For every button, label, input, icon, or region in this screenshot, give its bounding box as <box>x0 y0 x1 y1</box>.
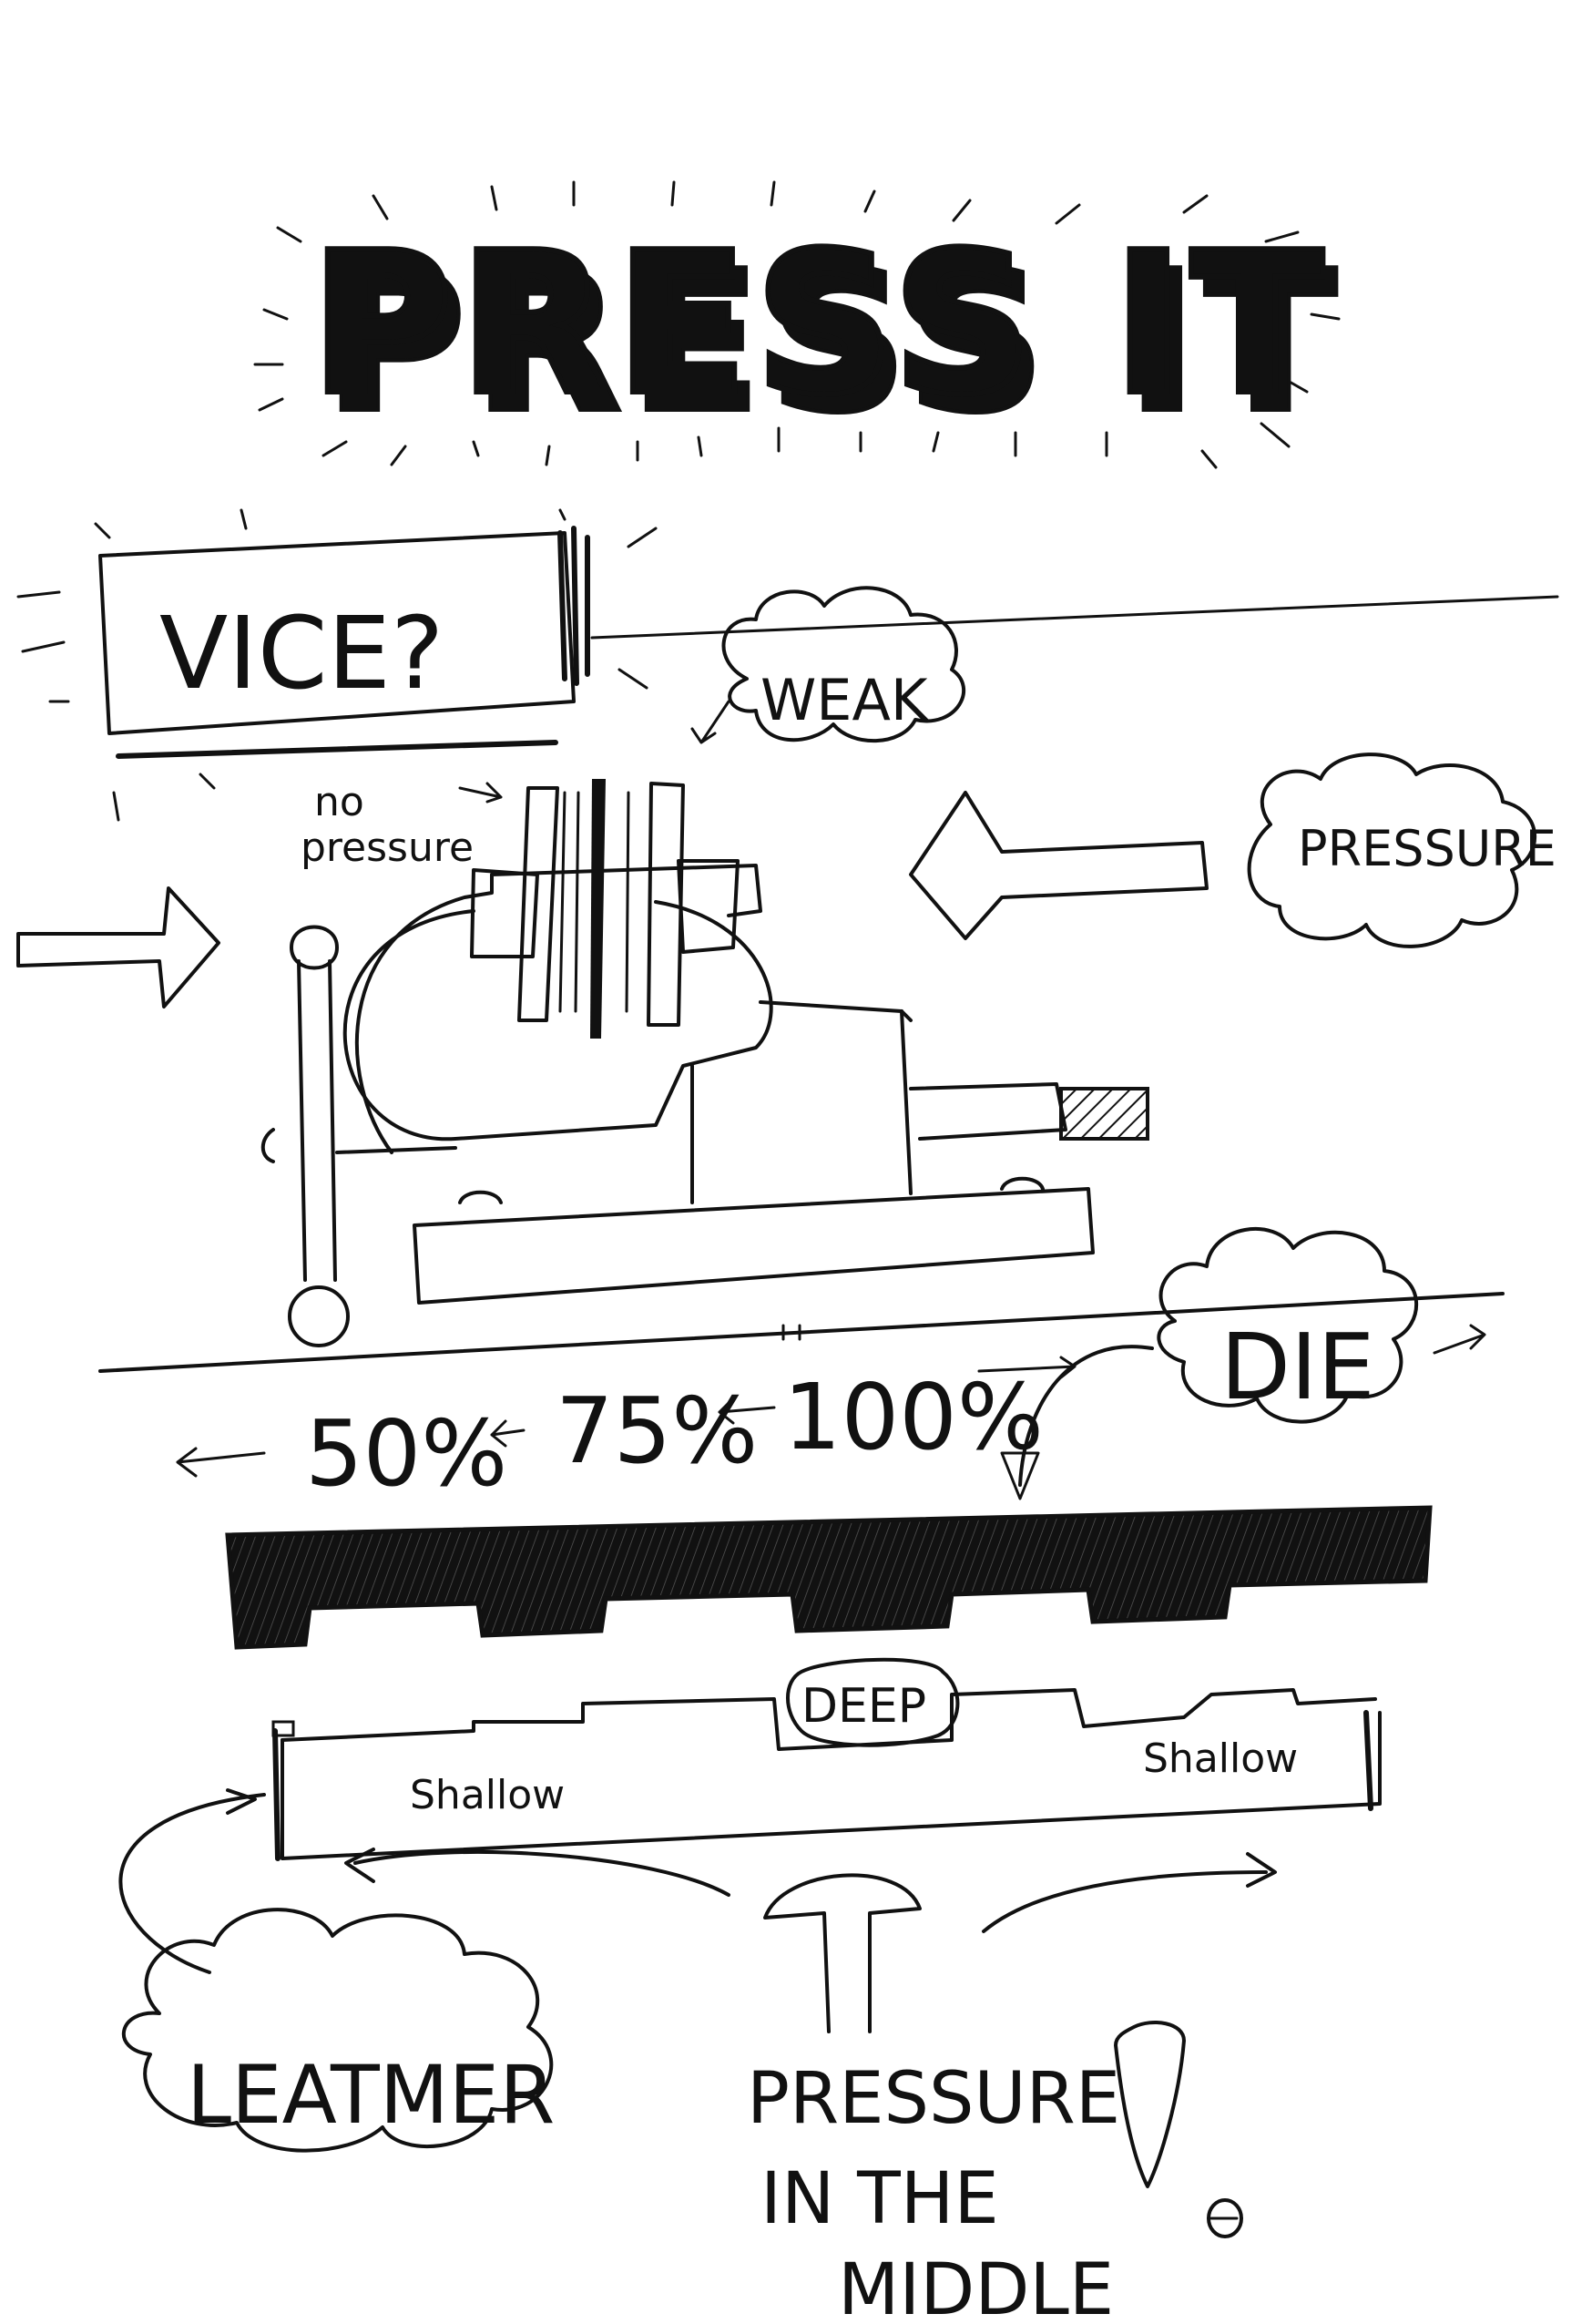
middle-line1: PRESSURE <box>747 2058 1120 2140</box>
pct-50: 50% <box>305 1400 507 1507</box>
no-pressure-arrow <box>460 783 501 802</box>
die-out-arrow <box>1434 1326 1485 1353</box>
pressure-label: PRESSURE <box>1298 820 1556 877</box>
vice-base <box>414 1189 1093 1303</box>
no-pressure-note: no pressure <box>301 779 501 871</box>
leather-right-arrow <box>984 1854 1275 1931</box>
screw-thread <box>1061 1089 1148 1139</box>
leather-left-arrow <box>346 1849 729 1895</box>
leather-pointer-arrow <box>120 1790 264 1972</box>
pressure-arrow-right <box>18 888 219 1007</box>
page-title: PRESS IT <box>310 210 1330 438</box>
no-pressure-line2: pressure <box>301 824 474 871</box>
vice-label: VICE? <box>159 595 444 712</box>
middle-note: PRESSURE IN THE MIDDLE <box>747 2022 1241 2324</box>
leather-cloud: LEATMER <box>124 1909 556 2151</box>
pressure-arrow-left <box>911 793 1207 938</box>
pct-100: 100% <box>783 1364 1044 1470</box>
weak-label: WEAK <box>760 667 929 733</box>
weak-arrow <box>692 701 729 742</box>
pct-75: 75% <box>556 1377 758 1484</box>
die-cloud: DIE <box>1002 1229 1485 1499</box>
no-pressure-line1: no <box>314 779 364 825</box>
percent-scale: 50% 75% 100% <box>178 1326 1075 1507</box>
handle-bar <box>299 961 335 1280</box>
top-ledge-line <box>592 597 1557 638</box>
pct-arrow-50 <box>178 1449 264 1476</box>
die-label: DIE <box>1220 1314 1375 1420</box>
weak-cloud: WEAK <box>692 588 964 742</box>
middle-pressure-arrow <box>765 1875 920 2032</box>
deep-label: DEEP <box>801 1679 926 1734</box>
vice-jaw-left <box>519 788 557 1020</box>
pressure-cloud: PRESSURE <box>1250 754 1556 947</box>
leather-label: LEATMER <box>187 2048 555 2142</box>
middle-line3: MIDDLE <box>838 2249 1114 2324</box>
exclaim-mark <box>1116 2022 1184 2186</box>
leather-strip: Shallow Shallow DEEP <box>273 1660 1380 1858</box>
vice-label-box: VICE? <box>18 510 656 820</box>
workpiece <box>590 779 606 1039</box>
title-group: PRESS IT PRESS IT <box>255 182 1343 467</box>
middle-line2: IN THE <box>760 2158 999 2240</box>
shallow-left-label: Shallow <box>410 1772 565 1818</box>
shallow-right-label: Shallow <box>1143 1735 1298 1782</box>
die-block <box>228 1508 1430 1647</box>
handle-knob-bottom <box>290 1287 348 1346</box>
